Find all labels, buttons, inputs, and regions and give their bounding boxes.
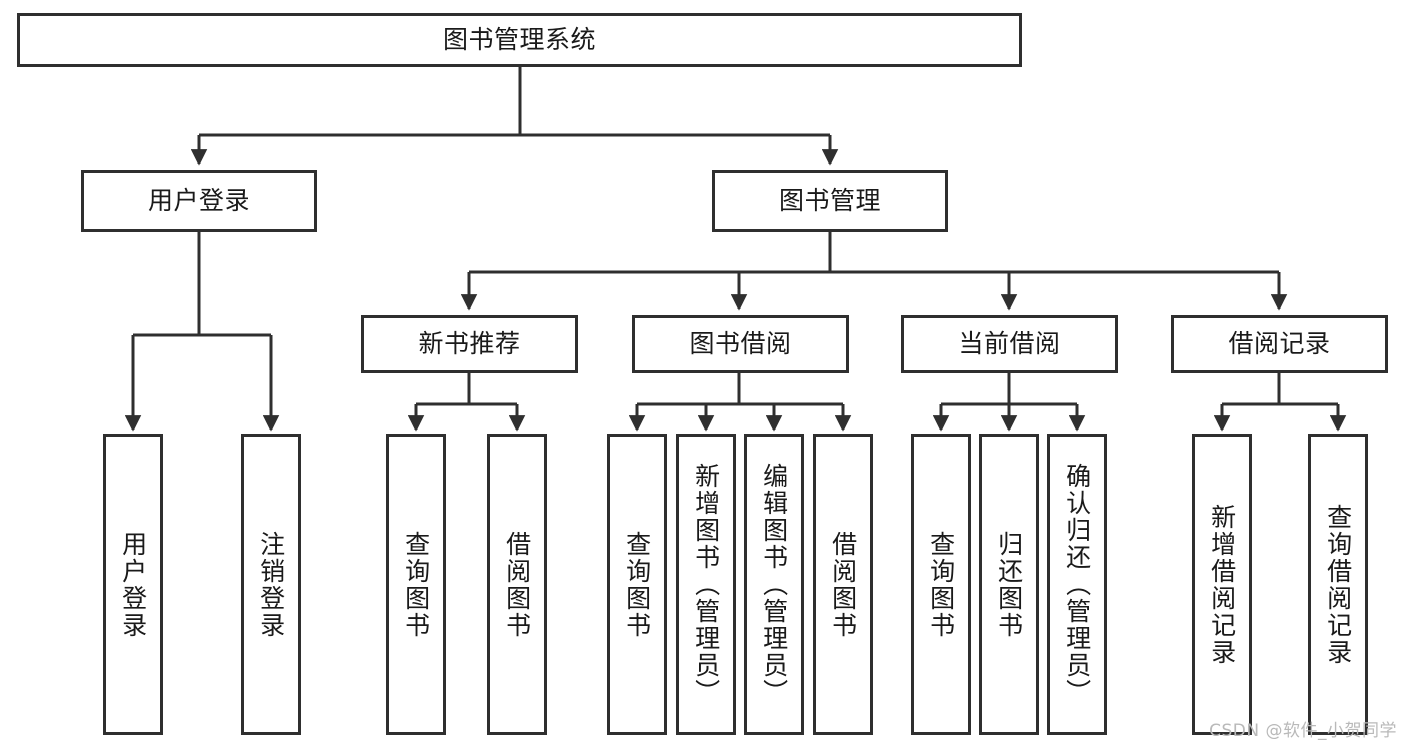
node-label: 借阅图书 [828,530,858,639]
node-label: 图书管理系统 [442,25,596,55]
node-label: 新增图书（管理员） [691,463,721,706]
node-book-borrowing[interactable]: 图书借阅 [632,315,849,373]
node-label: 确认归还（管理员） [1062,463,1092,706]
node-label: 当前借阅 [958,329,1061,359]
node-label: 注销登录 [256,530,286,639]
leaf-borrow-book-borrow-book[interactable]: 借阅图书 [813,434,873,735]
leaf-borrow-book-add-book-admin[interactable]: 新增图书（管理员） [676,434,736,735]
leaf-new-book-query-book[interactable]: 查询图书 [386,434,446,735]
node-label: 用户登录 [118,530,148,639]
leaf-current-borrow-return-book[interactable]: 归还图书 [979,434,1039,735]
node-label: 编辑图书（管理员） [759,463,789,706]
node-label: 图书管理 [778,186,881,216]
node-user-login[interactable]: 用户登录 [81,170,317,232]
node-root-book-management-system[interactable]: 图书管理系统 [17,13,1022,67]
node-borrowing-record[interactable]: 借阅记录 [1171,315,1388,373]
leaf-user-login-logout[interactable]: 注销登录 [241,434,301,735]
node-label: 借阅图书 [502,530,532,639]
node-label: 查询图书 [401,530,431,639]
leaf-borrow-record-query-record[interactable]: 查询借阅记录 [1308,434,1368,735]
watermark-text: CSDN @软件_小贺同学 [1209,721,1397,741]
node-new-book-recommendation[interactable]: 新书推荐 [361,315,578,373]
leaf-current-borrow-confirm-return-admin[interactable]: 确认归还（管理员） [1047,434,1107,735]
leaf-borrow-book-query-book[interactable]: 查询图书 [607,434,667,735]
node-label: 查询图书 [926,530,956,639]
node-label: 借阅记录 [1228,329,1331,359]
leaf-borrow-record-add-record[interactable]: 新增借阅记录 [1192,434,1252,735]
leaf-user-login-login[interactable]: 用户登录 [103,434,163,735]
node-label: 查询图书 [622,530,652,639]
node-label: 新书推荐 [418,329,521,359]
node-label: 用户登录 [147,186,250,216]
node-book-management[interactable]: 图书管理 [712,170,948,232]
node-label: 归还图书 [994,530,1024,639]
node-current-borrowing[interactable]: 当前借阅 [901,315,1118,373]
leaf-current-borrow-query-book[interactable]: 查询图书 [911,434,971,735]
leaf-borrow-book-edit-book-admin[interactable]: 编辑图书（管理员） [744,434,804,735]
node-label: 新增借阅记录 [1207,503,1237,666]
leaf-new-book-borrow-book[interactable]: 借阅图书 [487,434,547,735]
node-label: 查询借阅记录 [1323,503,1353,666]
node-label: 图书借阅 [689,329,792,359]
